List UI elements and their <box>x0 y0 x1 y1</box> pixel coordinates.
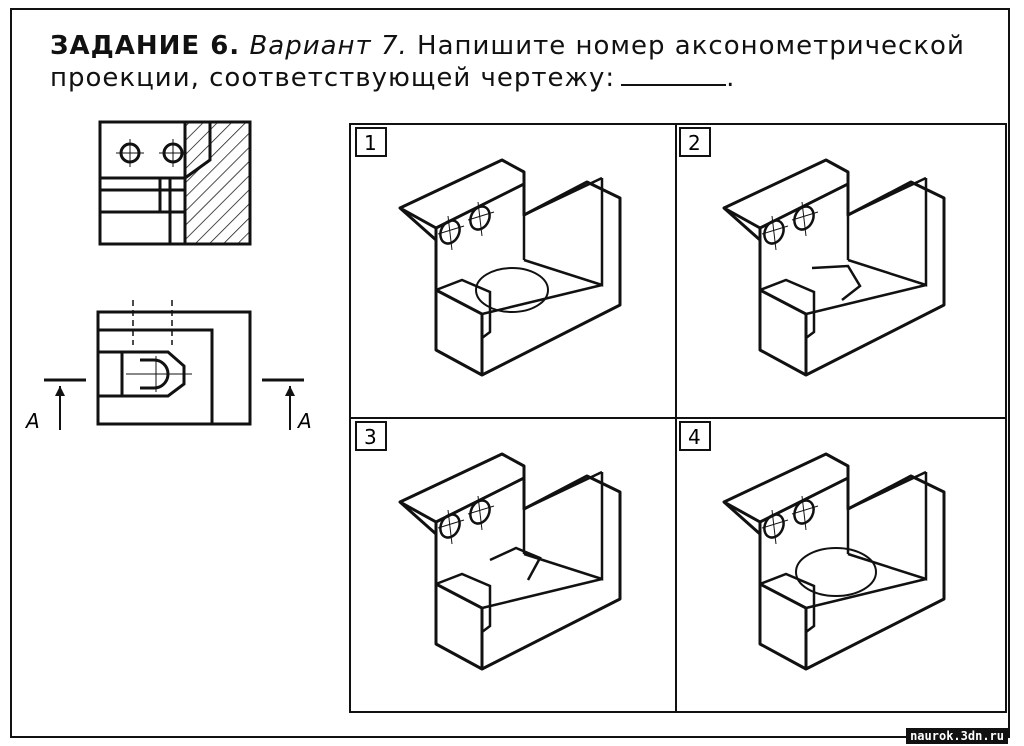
option-3[interactable]: 3 <box>355 421 622 671</box>
task-lead: ЗАДАНИЕ 6. <box>50 31 241 61</box>
option-1-number: 1 <box>364 131 377 155</box>
task-instruction-line2: проекции, соответствующей чертежу: <box>50 63 616 93</box>
task-variant: Вариант 7. <box>249 31 408 61</box>
option-1-number-box <box>355 127 387 157</box>
section-marker-right: A <box>262 378 312 433</box>
answer-blank[interactable] <box>621 66 727 86</box>
page-frame <box>10 8 1010 738</box>
task-instruction-line1: Напишите номер аксонометрической <box>417 31 965 61</box>
option-3-number: 3 <box>364 425 377 449</box>
option-4-number-box <box>679 421 711 451</box>
plan-view <box>96 300 252 426</box>
section-marker-left: A <box>24 378 86 433</box>
options-grid <box>349 123 1007 713</box>
option-1[interactable]: 1 <box>355 127 622 377</box>
task-title: ЗАДАНИЕ 6. Вариант 7. Напишите номер акс… <box>50 31 965 93</box>
section-label-left: A <box>24 409 40 433</box>
option-2-number-box <box>679 127 711 157</box>
watermark: naurok.3dn.ru <box>906 728 1008 744</box>
option-3-figure <box>398 452 622 671</box>
front-view <box>98 120 252 246</box>
option-4[interactable]: 4 <box>679 421 946 671</box>
option-3-number-box <box>355 421 387 451</box>
option-4-number: 4 <box>688 425 701 449</box>
option-4-figure <box>722 452 946 671</box>
section-label-right: A <box>296 409 312 433</box>
option-2-number: 2 <box>688 131 701 155</box>
option-2[interactable]: 2 <box>679 127 946 377</box>
